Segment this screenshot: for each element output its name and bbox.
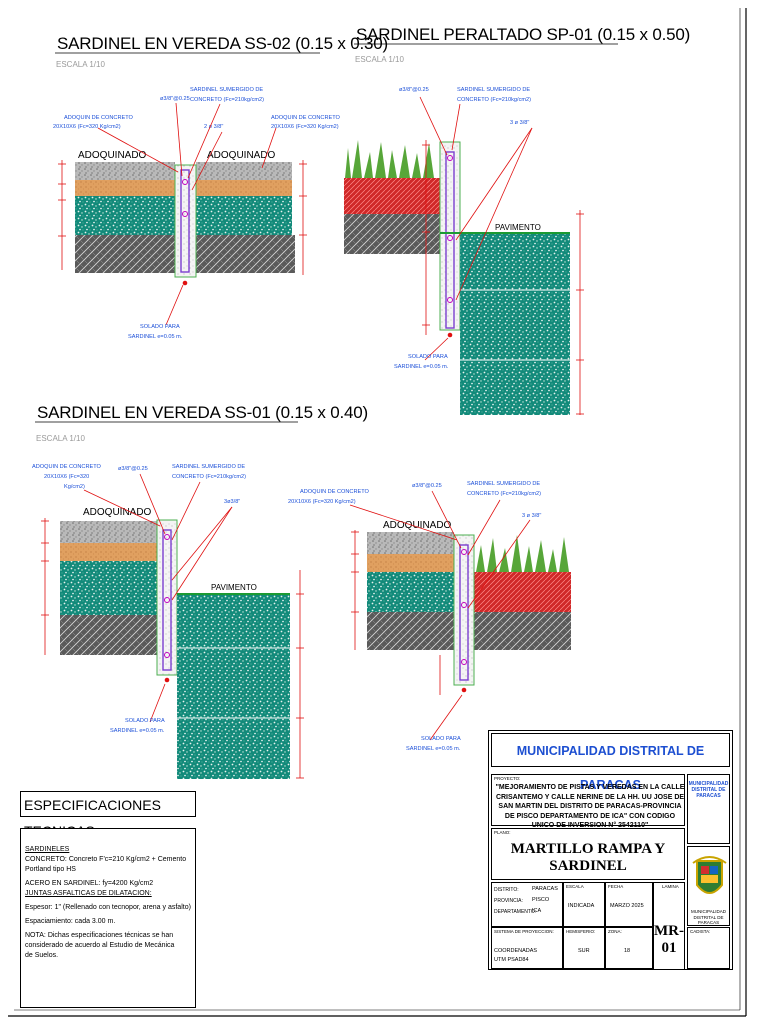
svg-text:ADOQUIN DE CONCRETO: ADOQUIN DE CONCRETO	[32, 464, 102, 470]
spec-line: CONCRETO: Concreto F'c=210 Kg/cm2 + Ceme…	[25, 856, 187, 863]
side-org-cell: MUNICIPALIDAD DISTRITAL DE PARACAS	[687, 774, 730, 844]
svg-text:3ø3/8": 3ø3/8"	[224, 499, 240, 505]
svg-text:ADOQUIN DE CONCRETO: ADOQUIN DE CONCRETO	[271, 115, 341, 121]
project-name: "MEJORAMIENTO DE PISTAS Y VEREDAS EN LA …	[495, 784, 685, 829]
svg-text:20X10X6 (Fc=320 Kg/cm2): 20X10X6 (Fc=320 Kg/cm2)	[53, 124, 121, 130]
municipal-seal-icon	[692, 856, 727, 894]
sp01-scale: ESCALA 1/10	[355, 55, 404, 64]
svg-text:20X10X6 (Fc=320 Kg/cm2): 20X10X6 (Fc=320 Kg/cm2)	[271, 124, 339, 130]
svg-text:20X10X6 (Fc=320 Kg/cm2): 20X10X6 (Fc=320 Kg/cm2)	[288, 499, 356, 505]
svg-text:ADOQUINADO: ADOQUINADO	[78, 150, 147, 161]
svg-text:ø3/8"@0.25: ø3/8"@0.25	[160, 96, 190, 102]
svg-text:3 ø 3/8": 3 ø 3/8"	[522, 513, 541, 519]
spec-line: Espesor: 1" (Rellenado con tecnopor, are…	[25, 904, 191, 911]
svg-text:ADOQUIN DE CONCRETO: ADOQUIN DE CONCRETO	[300, 489, 370, 495]
sp01-title: SARDINEL PERALTADO SP-01 (0.15 x 0.50)	[356, 25, 690, 44]
svg-text:ADOQUINADO: ADOQUINADO	[383, 520, 452, 531]
spec-line: considerado de acuerdo al Estudio de Mec…	[25, 942, 175, 949]
spec-line: Portland tipo HS	[25, 866, 76, 873]
specs-heading: ESPECIFICACIONES TECNICAS	[20, 791, 196, 839]
escala-cell: ESCALA INDICADA	[563, 882, 605, 927]
ss02-title: SARDINEL EN VEREDA SS-02 (0.15 x 0.30)	[57, 34, 388, 53]
svg-text:SARDINEL SUMERGIDO DE: SARDINEL SUMERGIDO DE	[190, 87, 263, 93]
detail-ss01: SARDINEL EN VEREDA SS-01 (0.15 x 0.40) E…	[32, 403, 368, 779]
project-cell: PROYECTO: "MEJORAMIENTO DE PISTAS Y VERE…	[491, 774, 685, 829]
organization-name: MUNICIPALIDAD DISTRITAL DE PARACAS	[491, 733, 730, 792]
detail-ss02: SARDINEL EN VEREDA SS-02 (0.15 x 0.30) E…	[53, 34, 388, 340]
svg-text:SARDINEL e=0.05 m.: SARDINEL e=0.05 m.	[406, 746, 461, 752]
plano-name: MARTILLO RAMPA Y SARDINEL	[510, 841, 666, 874]
ss01-scale: ESCALA 1/10	[36, 434, 85, 443]
svg-text:ø3/8"@0.25: ø3/8"@0.25	[412, 483, 442, 489]
cadista-cell: CADISTA:	[687, 927, 730, 969]
svg-text:ADOQUIN DE CONCRETO: ADOQUIN DE CONCRETO	[64, 115, 134, 121]
spec-line: Espaciamiento: cada 3.00 m.	[25, 918, 116, 925]
seal-cell: MUNICIPALIDAD DISTRITAL DE PARACAS	[687, 846, 730, 926]
spec-line: JUNTAS ASFALTICAS DE DILATACION:	[25, 890, 152, 897]
lamina-cell: LAMINA MR-01	[653, 882, 685, 970]
svg-text:SOLADO PARA: SOLADO PARA	[408, 354, 448, 360]
svg-text:SARDINEL e=0.05 m.: SARDINEL e=0.05 m.	[394, 364, 449, 370]
spec-line: ACERO EN SARDINEL: fy=4200 Kg/cm2	[25, 880, 154, 887]
svg-text:SOLADO PARA: SOLADO PARA	[140, 324, 180, 330]
spec-line: NOTA: Dichas especificaciones técnicas s…	[25, 932, 174, 939]
svg-text:SARDINEL SUMERGIDO DE: SARDINEL SUMERGIDO DE	[457, 87, 530, 93]
spec-line: de Suelos.	[25, 952, 59, 959]
detail-ramp: ADOQUIN DE CONCRETO 20X10X6 (Fc=320 Kg/c…	[288, 481, 571, 752]
ss02-scale: ESCALA 1/10	[56, 60, 105, 69]
svg-text:CONCRETO (Fc=210kg/cm2): CONCRETO (Fc=210kg/cm2)	[457, 97, 531, 103]
svg-text:SARDINEL e=0.05 m.: SARDINEL e=0.05 m.	[128, 334, 183, 340]
svg-text:2 ø 3/8": 2 ø 3/8"	[204, 124, 223, 130]
hemisferio-cell: HEMISFERIO: SUR	[563, 927, 605, 969]
lamina-code: MR-01	[654, 923, 684, 956]
spec-line: SARDINELES	[25, 846, 70, 853]
svg-text:3 ø 3/8": 3 ø 3/8"	[510, 120, 529, 126]
title-block: MUNICIPALIDAD DISTRITAL DE PARACAS PROYE…	[488, 730, 733, 970]
svg-text:ADOQUINADO: ADOQUINADO	[207, 150, 276, 161]
svg-text:CONCRETO (Fc=210kg/cm2): CONCRETO (Fc=210kg/cm2)	[190, 97, 264, 103]
svg-text:20X10X6 (Fc=320: 20X10X6 (Fc=320	[44, 474, 89, 480]
svg-text:SOLADO PARA: SOLADO PARA	[125, 718, 165, 724]
svg-text:SARDINEL e=0.05 m.: SARDINEL e=0.05 m.	[110, 728, 165, 734]
fecha-cell: FECHA MARZO 2025	[605, 882, 653, 927]
specs-box: SARDINELES CONCRETO: Concreto F'c=210 Kg…	[20, 828, 196, 1008]
svg-text:ø3/8"@0.25: ø3/8"@0.25	[399, 87, 429, 93]
ss01-title: SARDINEL EN VEREDA SS-01 (0.15 x 0.40)	[37, 403, 368, 422]
zona-cell: ZONA: 18	[605, 927, 653, 969]
svg-text:PAVIMENTO: PAVIMENTO	[211, 583, 257, 592]
svg-text:ADOQUINADO: ADOQUINADO	[83, 507, 152, 518]
svg-text:ø3/8"@0.25: ø3/8"@0.25	[118, 466, 148, 472]
svg-text:CONCRETO (Fc=210kg/cm2): CONCRETO (Fc=210kg/cm2)	[467, 491, 541, 497]
svg-text:SARDINEL SUMERGIDO DE: SARDINEL SUMERGIDO DE	[172, 464, 245, 470]
plano-cell: PLANO: MARTILLO RAMPA Y SARDINEL	[491, 828, 685, 880]
svg-text:CONCRETO (Fc=210kg/cm2): CONCRETO (Fc=210kg/cm2)	[172, 474, 246, 480]
svg-text:SOLADO PARA: SOLADO PARA	[421, 736, 461, 742]
svg-text:SARDINEL SUMERGIDO DE: SARDINEL SUMERGIDO DE	[467, 481, 540, 487]
location-cell: DISTRITO: PARACAS PROVINCIA: PISCO DEPAR…	[491, 882, 563, 927]
svg-text:PAVIMENTO: PAVIMENTO	[495, 223, 541, 232]
svg-text:Kg/cm2): Kg/cm2)	[64, 484, 85, 490]
detail-sp01: SARDINEL PERALTADO SP-01 (0.15 x 0.50) E…	[344, 25, 690, 415]
sistema-cell: SISTEMA DE PROYECCION: COORDENADAS UTM P…	[491, 927, 563, 969]
